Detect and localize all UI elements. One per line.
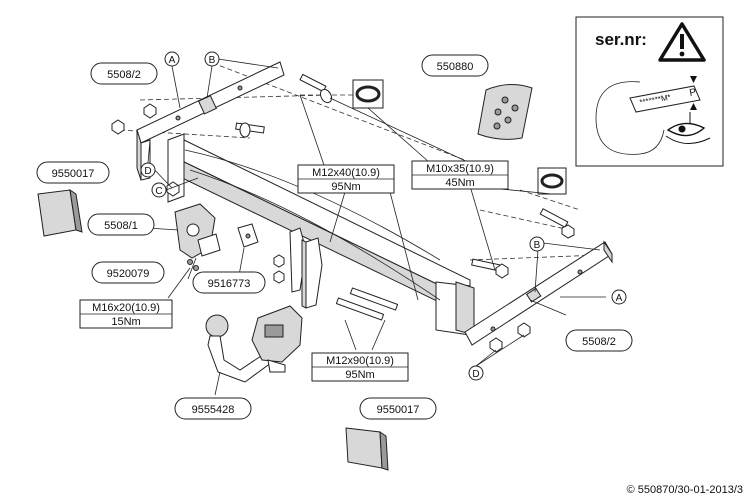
svg-text:B: B [209,55,216,66]
svg-text:15Nm: 15Nm [111,316,140,328]
callout-letter-d-right: D [468,365,484,381]
svg-text:C: C [155,186,162,197]
svg-text:550880: 550880 [437,61,474,73]
svg-text:ser.nr:: ser.nr: [595,30,647,49]
svg-text:D: D [144,166,151,177]
spring-washer-icon [352,79,384,109]
label-9516773: 9516773 [192,271,266,294]
svg-text:5508/2: 5508/2 [582,336,616,348]
svg-text:9520079: 9520079 [107,268,150,280]
copyright-note: © 550870/30-01-2013/3 [627,484,743,496]
bolts-and-nuts [111,73,575,353]
svg-text:5508/1: 5508/1 [104,220,138,232]
label-9520079: 9520079 [91,261,165,284]
main-crossbar [167,133,475,336]
callout-letter-c: C [151,182,167,198]
label-9555428: 9555428 [174,397,252,420]
label-5508-2-right: 5508/2 [565,329,633,352]
svg-text:M10x35(10.9): M10x35(10.9) [426,163,494,175]
callout-letter-b-top: B [204,51,220,67]
callout-letter-b-right: B [529,236,545,252]
nut-icon [273,254,285,268]
plastic-cover-bottom [345,427,389,471]
nut-icon [489,337,503,353]
socket-bracket [174,203,221,271]
assembly-axis-lines [119,59,601,261]
svg-text:45Nm: 45Nm [445,177,474,189]
nut-icon [111,119,125,135]
bolt-spec-m12x40: M12x40(10.9) 95Nm [297,164,395,194]
svg-text:9550017: 9550017 [52,168,95,180]
nut-icon [517,322,531,338]
svg-text:9555428: 9555428 [192,404,235,416]
bolt-spec-m16x20: M16x20(10.9) 15Nm [79,299,173,329]
bolt-spec-m10x35: M10x35(10.9) 45Nm [411,160,509,190]
bolt-icon [539,208,575,239]
svg-text:A: A [169,55,176,66]
warning-triangle-icon [658,22,706,62]
right-side-bracket [464,240,613,346]
bolt-icon [471,258,509,279]
ball-head-assembly [205,305,303,383]
bolt-spec-m12x90: M12x90(10.9) 95Nm [311,352,409,382]
nut-icon [273,270,285,284]
label-5508-2-top: 5508/2 [90,62,158,85]
left-side-bracket [136,61,285,181]
leader-lines [87,58,606,396]
svg-text:A: A [616,293,623,304]
bolt-icon [235,122,265,138]
label-9550017-top: 9550017 [36,161,110,184]
svg-text:P: P [689,87,698,99]
svg-text:9516773: 9516773 [208,278,251,290]
svg-text:M12x40(10.9): M12x40(10.9) [312,167,380,179]
bolt-icon [299,73,333,104]
callout-letter-d-left: D [140,162,156,178]
electrical-socket-plate [477,84,533,140]
nut-icon [143,103,157,119]
serial-plate: *******M* P [629,85,701,113]
spring-washer-icon [537,167,567,195]
svg-text:95Nm: 95Nm [331,181,360,193]
svg-text:B: B [534,240,541,251]
long-bolt-icon [335,287,399,321]
svg-text:95Nm: 95Nm [345,369,374,381]
label-9550017-bottom: 9550017 [359,397,437,420]
svg-text:D: D [472,369,479,380]
callout-letter-a-top: A [164,51,180,67]
center-mounting-hooks [289,227,323,309]
label-5508-1: 5508/1 [87,213,155,236]
eye-icon [665,112,711,144]
svg-text:9550017: 9550017 [377,404,420,416]
svg-text:M16x20(10.9): M16x20(10.9) [92,302,160,314]
small-bracket [237,223,259,248]
serial-number-warning-panel: ser.nr: *******M* P [575,16,724,167]
svg-text:M12x90(10.9): M12x90(10.9) [326,355,394,367]
label-550880: 550880 [421,54,489,77]
callout-letter-a-right: A [611,289,627,305]
svg-text:5508/2: 5508/2 [107,69,141,81]
plastic-cover-left [37,188,83,237]
